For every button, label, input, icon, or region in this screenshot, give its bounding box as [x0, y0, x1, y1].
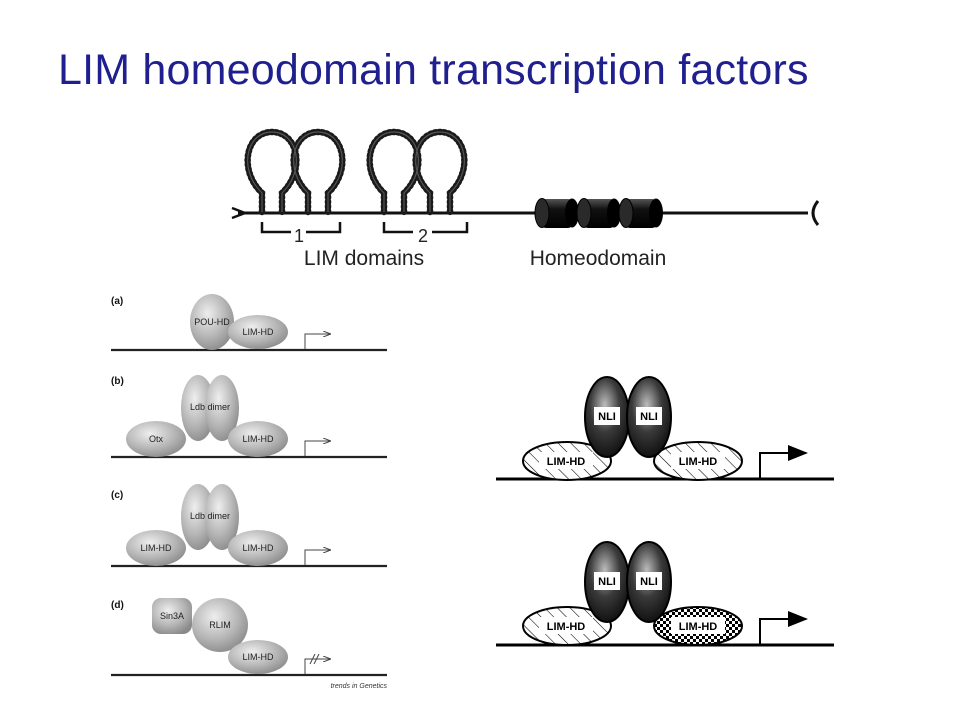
panel-b: (b) Otx Ldb dimer LIM-HD	[111, 375, 387, 459]
repression-slash-2	[313, 653, 320, 665]
lim1-bracket-right	[306, 222, 342, 234]
slide-title: LIM homeodomain transcription factors	[58, 46, 809, 94]
lim-finger-1a	[244, 128, 300, 216]
panel-a: (a) POU-HD LIM-HD	[111, 294, 387, 352]
ldb-dimer-label: Ldb dimer	[190, 402, 230, 412]
lim-hd-label: LIM-HD	[243, 434, 274, 444]
nli-right-label: NLI	[640, 411, 658, 423]
lim-hd-protein	[228, 421, 288, 457]
lim-hd-right-label: LIM-HD	[679, 456, 718, 468]
lim-number-2: 2	[418, 226, 428, 246]
lim-hd-left-label-box	[539, 617, 593, 634]
lim2-bracket-left	[382, 222, 413, 234]
lim-hd-protein-right	[228, 530, 288, 566]
ldb-dimer-label: Ldb dimer	[190, 511, 230, 521]
panel-c: (c) LIM-HD Ldb dimer LIM-HD	[111, 484, 387, 568]
panel-d-label: (d)	[111, 600, 124, 611]
ldb-monomer-left	[181, 484, 215, 550]
lim-hd-protein-left	[126, 530, 186, 566]
lim-hd-protein	[228, 640, 288, 674]
panel-c-label: (c)	[111, 490, 123, 501]
c-terminus-mark	[811, 200, 820, 226]
lower-promoter-arrow	[759, 611, 808, 644]
sin3a-label: Sin3A	[160, 611, 184, 621]
nli-right-label-box	[636, 572, 662, 590]
figure-credit: trends in Genetics	[331, 683, 388, 690]
lim-number-1: 1	[294, 226, 304, 246]
repression-slash-1	[309, 653, 316, 665]
lim-hd-left-label-box	[539, 452, 593, 469]
lim-hd-left-label: LIM-HD	[547, 621, 586, 633]
ldb-monomer-left	[181, 375, 215, 441]
lim2-bracket-right	[432, 222, 469, 234]
lim1-bracket-left	[260, 222, 291, 234]
panel-b-promoter-arrow	[304, 441, 330, 456]
n-terminus-mark	[231, 206, 249, 220]
nli-left-label-box	[594, 572, 620, 590]
nli-left-label: NLI	[598, 576, 616, 588]
nli-left-label-box	[594, 407, 620, 425]
lim-hd-left-label: LIM-HD	[141, 543, 172, 553]
homeodomain-label: Homeodomain	[530, 247, 667, 270]
nli-complex-upper: NLI NLI LIM-HD LIM-HD	[496, 376, 834, 481]
panel-b-label: (b)	[111, 376, 124, 387]
lim-finger-2a	[366, 128, 422, 216]
otx-protein	[126, 421, 186, 457]
nli-right-label-box	[636, 407, 662, 425]
nli-right-label: NLI	[640, 576, 658, 588]
rlim-label: RLIM	[209, 620, 231, 630]
nli-complex-lower: NLI NLI LIM-HD LIM-HD	[496, 541, 834, 647]
protein-domain-diagram: 1 2 LIM domains Homeodomain	[231, 128, 820, 270]
lim-hd-protein	[228, 315, 288, 349]
lim-hd-label: LIM-HD	[243, 652, 274, 662]
panel-a-promoter-arrow	[304, 334, 330, 349]
nli-left-label: NLI	[598, 411, 616, 423]
panel-d-promoter-arrow	[304, 659, 330, 674]
lim-hd-right-label: LIM-HD	[243, 543, 274, 553]
lim-hd-left-label: LIM-HD	[547, 456, 586, 468]
otx-label: Otx	[149, 434, 164, 444]
rlim-protein	[192, 598, 248, 652]
panel-d: (d) Sin3A RLIM LIM-HD trends in Genetics	[111, 598, 387, 690]
lim-finger-1b	[290, 128, 346, 216]
lim-finger-2b	[412, 128, 468, 216]
sin3a-protein	[152, 598, 192, 634]
panel-c-promoter-arrow	[304, 550, 330, 565]
upper-promoter-arrow	[759, 445, 808, 478]
lim-hd-right-label-box	[671, 617, 725, 634]
lim-hd-right-label-box	[671, 452, 725, 469]
lim-hd-label: LIM-HD	[243, 327, 274, 337]
lim-domains-label: LIM domains	[304, 247, 424, 270]
pou-hd-protein	[190, 294, 234, 350]
homeodomain-helices	[534, 198, 663, 228]
ldb-monomer-right	[205, 484, 239, 550]
lim-hd-right-label: LIM-HD	[679, 621, 718, 633]
ldb-monomer-right	[205, 375, 239, 441]
panel-a-label: (a)	[111, 296, 123, 307]
pou-hd-label: POU-HD	[194, 317, 230, 327]
